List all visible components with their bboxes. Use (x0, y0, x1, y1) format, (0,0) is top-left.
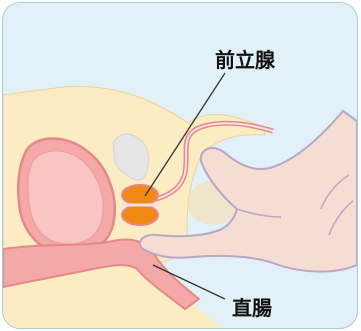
prostate-upper (122, 185, 158, 205)
prostate-lower (122, 205, 158, 225)
anatomy-illustration (3, 3, 357, 328)
diagram-panel: 前立腺 直腸 (2, 2, 358, 329)
rectum-label: 直腸 (232, 298, 272, 318)
prostate-label: 前立腺 (215, 50, 275, 70)
